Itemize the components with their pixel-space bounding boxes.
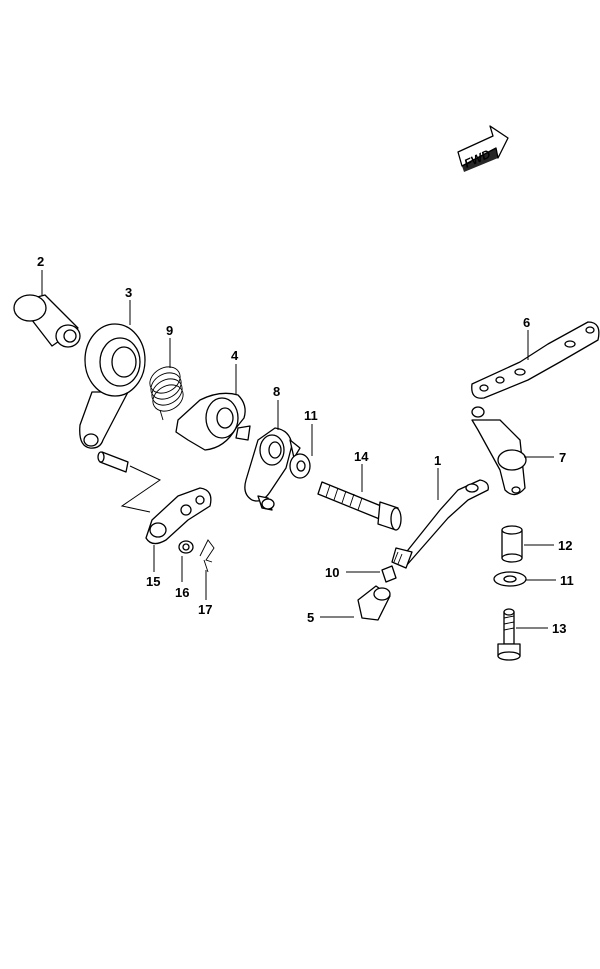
part-14-bolt [317,481,402,531]
callout-13: 13 [552,621,566,636]
callout-6: 6 [523,315,530,330]
part-7-bracket [471,406,527,496]
callout-17: 17 [198,602,212,617]
guide-lines [120,465,162,513]
callout-9: 9 [166,323,173,338]
part-12-spacer [501,525,523,563]
callout-3: 3 [125,285,132,300]
callout-10: 10 [325,565,339,580]
part-4-cam [175,392,251,451]
leader-lines [41,270,556,629]
part-16-washer [178,540,194,554]
part-6-link-arm [471,321,600,399]
callout-11-lower: 11 [560,573,574,588]
callout-2: 2 [37,254,44,269]
part-3-lever [79,323,146,449]
callout-5: 5 [307,610,314,625]
part-11-washer-lower [493,571,527,587]
part-5-joint [357,585,391,621]
part-2-collar [13,294,81,348]
callout-4: 4 [231,348,239,363]
part-11-washer-upper [289,453,311,479]
part-10-nut [381,565,397,583]
callout-numbers: 2 3 9 4 8 11 14 1 6 7 10 5 12 11 13 15 1… [37,254,574,636]
callout-11-upper: 11 [304,408,318,423]
callout-1: 1 [434,453,441,468]
part-13-bolt [497,608,521,661]
fwd-arrow-badge: FWD [457,125,509,172]
part-9-spring [149,366,184,421]
part-17-clip [199,539,215,573]
part-15-arm [145,487,212,545]
callout-8: 8 [273,384,280,399]
callout-14: 14 [354,449,369,464]
callout-15: 15 [146,574,160,589]
callout-12: 12 [558,538,572,553]
pin [97,451,129,473]
callout-16: 16 [175,585,189,600]
part-1-rod [391,479,489,569]
part-8-lever [244,427,301,511]
callout-7: 7 [559,450,566,465]
